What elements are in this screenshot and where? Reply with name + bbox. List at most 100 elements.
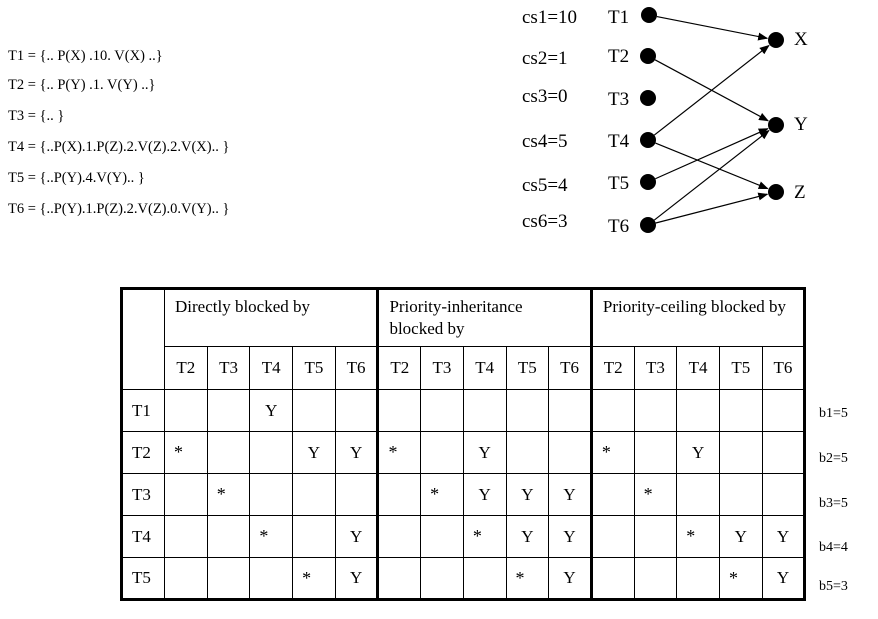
- column-header: T3: [420, 346, 464, 390]
- column-header: T6: [334, 346, 379, 390]
- column-header: T2: [164, 346, 208, 390]
- table-cell: [589, 515, 635, 558]
- task-node-label: T1: [608, 7, 629, 28]
- edge-t6-y: [653, 129, 770, 221]
- column-header: T3: [206, 346, 251, 390]
- resource-labels: X Y Z: [794, 29, 808, 203]
- table-cell: [249, 557, 294, 600]
- edge-t5-y: [655, 128, 769, 180]
- table-cell: [420, 431, 464, 474]
- column-header: T2: [589, 346, 635, 390]
- column-header: T5: [505, 346, 550, 390]
- table-cell: *: [676, 515, 720, 558]
- resource-label: Z: [794, 182, 806, 203]
- table-cell: Y: [334, 557, 379, 600]
- table-cell: Y: [718, 515, 763, 558]
- table-cell: [761, 431, 806, 474]
- table-cell: Y: [548, 473, 592, 516]
- table-cell: *: [505, 557, 550, 600]
- edge-t4-z: [655, 142, 769, 190]
- blocking-time: b3=5: [819, 496, 848, 511]
- table-cell: Y: [676, 431, 720, 474]
- table-cell: [718, 389, 763, 432]
- task-def-t5: T5 = {..P(Y).4.V(Y).. }: [8, 170, 145, 186]
- table-cell: *: [633, 473, 678, 516]
- cs-label: cs5=4: [522, 175, 568, 196]
- task-node-labels: T1 T2 T3 T4 T5 T6: [608, 7, 630, 237]
- table-cell: *: [249, 515, 294, 558]
- table-cell: Y: [462, 473, 507, 516]
- column-header: T4: [249, 346, 294, 390]
- row-task-label: T5: [121, 557, 165, 600]
- graph-edges: [653, 15, 770, 224]
- table-cell: [589, 473, 635, 516]
- column-header: T2: [376, 346, 422, 390]
- table-cell: [249, 431, 294, 474]
- edge-t6-z: [655, 192, 769, 224]
- table-cell: *: [164, 431, 208, 474]
- graph-nodes: [640, 7, 784, 233]
- task-node-label: T3: [608, 89, 629, 110]
- cs-label: cs3=0: [522, 86, 568, 107]
- table-cell: [206, 389, 251, 432]
- table-cell: [589, 389, 635, 432]
- table-cell: Y: [462, 431, 507, 474]
- resource-node-z: [768, 184, 784, 200]
- resource-node-x: [768, 32, 784, 48]
- table-cell: Y: [761, 557, 806, 600]
- table-cell: *: [376, 431, 422, 474]
- table-cell: [462, 557, 507, 600]
- group-header: Priority-inheritance blocked by: [376, 288, 592, 347]
- table-cell: [292, 473, 336, 516]
- row-task-label: T2: [121, 431, 165, 474]
- table-cell: [420, 557, 464, 600]
- critical-section-labels: cs1=10 cs2=1 cs3=0 cs4=5 cs5=4 cs6=3: [522, 7, 577, 232]
- column-header: T4: [676, 346, 720, 390]
- task-node-t6: [640, 217, 656, 233]
- resource-node-y: [768, 117, 784, 133]
- table-cell: Y: [334, 431, 379, 474]
- table-row: T5*Y*Y*Y: [121, 557, 806, 600]
- table-cell: [420, 515, 464, 558]
- table-cell: Y: [548, 557, 592, 600]
- table-cell: [633, 431, 678, 474]
- task-node-label: T4: [608, 131, 630, 152]
- table-cell: [376, 557, 422, 600]
- column-header: T6: [761, 346, 806, 390]
- task-node-t1: [641, 7, 657, 23]
- edge-t1-x: [656, 15, 769, 41]
- table-cell: *: [462, 515, 507, 558]
- table-cell: [633, 389, 678, 432]
- table-cell: Y: [548, 515, 592, 558]
- table-cell: [164, 557, 208, 600]
- column-header: T3: [633, 346, 678, 390]
- row-task-label: T4: [121, 515, 165, 558]
- task-node-t4: [640, 132, 656, 148]
- table-cell: [761, 473, 806, 516]
- table-cell: [164, 515, 208, 558]
- table-cell: [676, 389, 720, 432]
- task-def-t6: T6 = {..P(Y).1.P(Z).2.V(Z).0.V(Y).. }: [8, 201, 230, 217]
- resource-label: Y: [794, 114, 808, 135]
- table-cell: [164, 389, 208, 432]
- table-cell: [206, 557, 251, 600]
- cs-label: cs2=1: [522, 48, 568, 69]
- table-cell: Y: [505, 515, 550, 558]
- table-cell: [505, 389, 550, 432]
- table-cell: *: [420, 473, 464, 516]
- blocking-time: b1=5: [819, 406, 848, 421]
- table-cell: [633, 515, 678, 558]
- task-node-label: T5: [608, 173, 629, 194]
- table-cell: [334, 389, 379, 432]
- group-header: Directly blocked by: [163, 288, 379, 347]
- table-corner: [121, 288, 165, 390]
- blocking-time: b2=5: [819, 451, 848, 466]
- task-def-t1: T1 = {.. P(X) .10. V(X) ..}: [8, 48, 163, 64]
- table-cell: [761, 389, 806, 432]
- resource-label: X: [794, 29, 808, 50]
- table-cell: [376, 473, 422, 516]
